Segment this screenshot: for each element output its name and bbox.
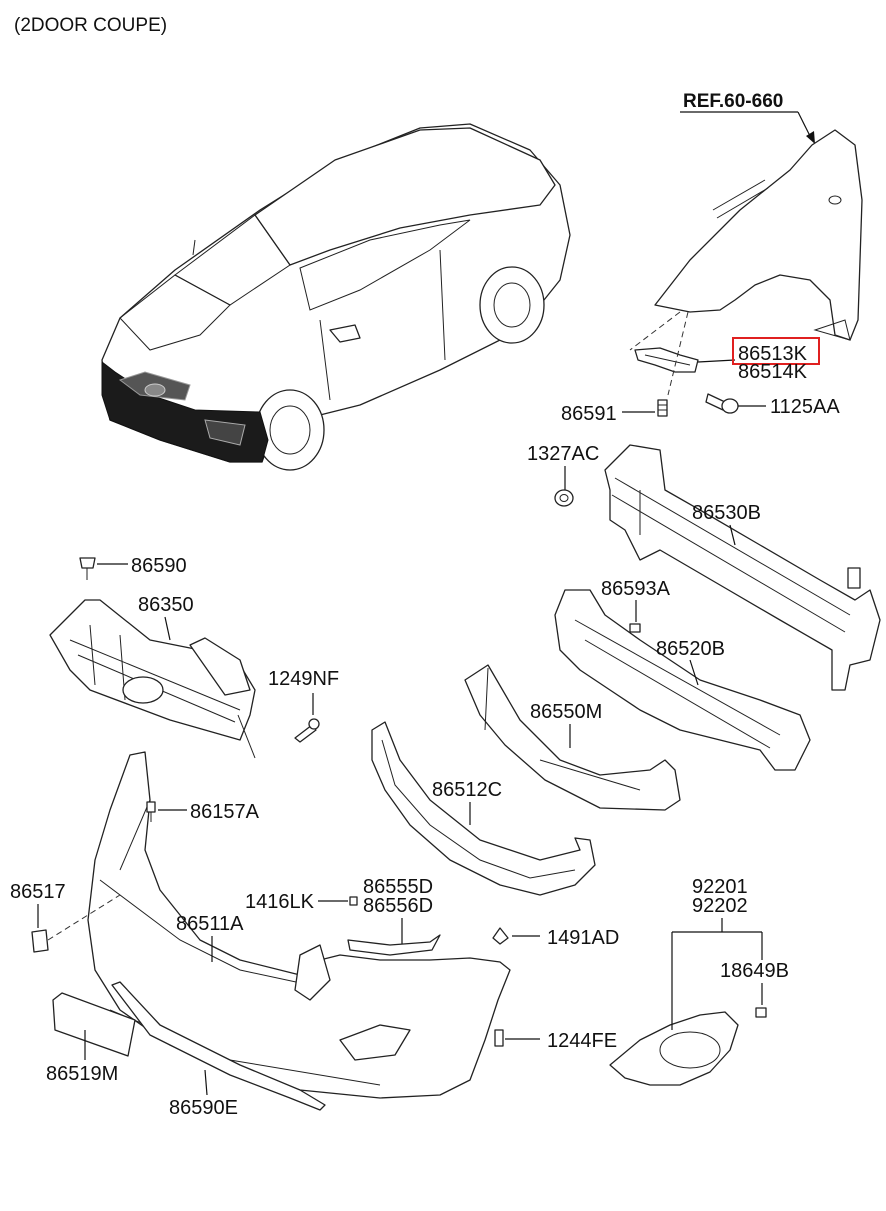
- radiator-grille-part: [49, 599, 256, 759]
- diagram-title: (2DOOR COUPE): [14, 15, 167, 36]
- callout-86550M: 86550M: [530, 701, 602, 723]
- callout-86590E: 86590E: [169, 1097, 238, 1119]
- bolt-1125AA: [705, 393, 739, 414]
- callout-86514K: 86514K: [738, 361, 808, 383]
- nut-1327AC: [554, 489, 574, 507]
- callout-1249NF: 1249NF: [268, 668, 339, 690]
- bulb-18649B: [755, 1007, 767, 1018]
- bumper-molding-part: [347, 934, 441, 956]
- screw-1244FE: [494, 1029, 504, 1047]
- ref-arrowhead: [806, 131, 815, 144]
- callout-1491AD: 1491AD: [547, 927, 619, 949]
- callout-1327AC: 1327AC: [527, 443, 599, 465]
- fender-part: [654, 129, 863, 341]
- screw-1416LK: [349, 896, 358, 906]
- callout-86157A: 86157A: [190, 801, 260, 823]
- callout-86517: 86517: [10, 881, 66, 903]
- callout-86593A: 86593A: [601, 578, 671, 600]
- fender-bracket-part: [634, 347, 699, 373]
- callout-1416LK: 1416LK: [245, 891, 315, 913]
- bumper-beam-part: [604, 444, 881, 691]
- callout-86556D: 86556D: [363, 895, 433, 917]
- clip-86590: [79, 557, 96, 580]
- callout-86511A: 86511A: [176, 913, 244, 935]
- callout-86512C: 86512C: [432, 779, 502, 801]
- callout-86519M: 86519M: [46, 1063, 118, 1085]
- energy-absorber-part: [554, 589, 811, 771]
- callout-86520B: 86520B: [656, 638, 725, 660]
- highlight-box: [732, 337, 820, 365]
- screw-86591: [657, 399, 668, 417]
- car-illustration: [101, 123, 571, 471]
- fog-lamp-part: [609, 1011, 739, 1086]
- clip-86593A: [629, 623, 641, 633]
- callout-86555D: 86555D: [363, 876, 433, 898]
- callout-86530B: 86530B: [692, 502, 761, 524]
- tow-hook-cap-part: [31, 929, 49, 953]
- callout-86590: 86590: [131, 555, 187, 577]
- ref-label: REF.60-660: [683, 91, 783, 112]
- callout-86350: 86350: [138, 594, 194, 616]
- callout-18649B: 18649B: [720, 960, 789, 982]
- license-plate-bracket-part: [52, 992, 136, 1057]
- callout-1125AA: 1125AA: [770, 396, 840, 418]
- callout-1244FE: 1244FE: [547, 1030, 617, 1052]
- lower-grille-part: [371, 721, 596, 896]
- clip-1491AD: [492, 927, 509, 945]
- screw-1249NF: [294, 718, 320, 743]
- bumper-lip-part: [111, 981, 326, 1111]
- callout-92202: 92202: [692, 895, 748, 917]
- bumper-cover-upper-part: [464, 664, 681, 811]
- callout-86591: 86591: [561, 403, 617, 425]
- callout-86513K: 86513K: [738, 343, 808, 365]
- clip-86157A: [146, 801, 156, 822]
- callout-92201: 92201: [692, 876, 748, 898]
